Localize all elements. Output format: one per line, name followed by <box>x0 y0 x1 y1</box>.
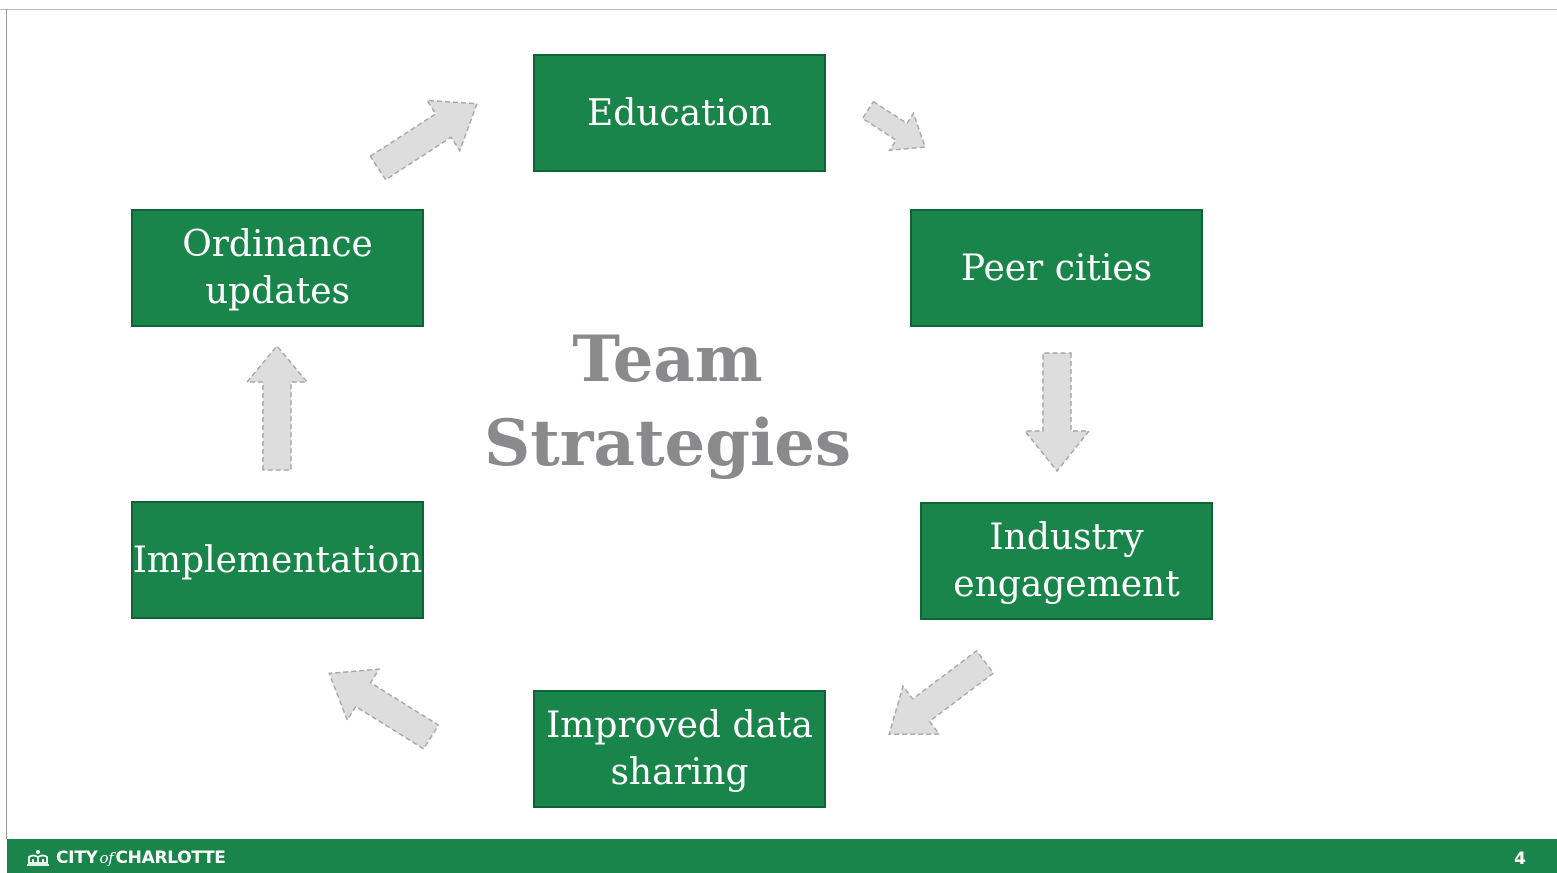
left-divider <box>6 9 7 839</box>
node-industry-engagement-label: Industry engagement <box>953 517 1180 605</box>
node-implementation-label: Implementation <box>132 539 423 581</box>
node-education: Education <box>533 54 826 172</box>
arrow-improved-data-sharing-to-implementation <box>328 668 440 750</box>
crown-icon <box>27 850 49 866</box>
node-peer-cities-label: Peer cities <box>960 247 1153 289</box>
footer-bar: CITY of CHARLOTTE 4 <box>7 839 1557 873</box>
city-of-charlotte-logo: CITY of CHARLOTTE <box>24 847 226 869</box>
node-peer-cities: Peer cities <box>910 209 1203 327</box>
arrow-education-to-peer-cities <box>861 100 927 152</box>
node-ordinance-updates: Ordinance updates <box>131 209 424 327</box>
arrow-industry-engagement-to-improved-data-sharing <box>888 649 995 735</box>
arrow-peer-cities-to-industry-engagement <box>1023 352 1091 473</box>
node-improved-data-sharing: Improved data sharing <box>533 690 826 808</box>
diagram-title: Team Strategies <box>483 322 852 481</box>
node-improved-data-sharing-label: Improved data sharing <box>546 705 813 793</box>
page-number: 4 <box>1514 849 1526 869</box>
arrow-ordinance-updates-to-education <box>369 99 479 181</box>
node-ordinance-updates-label: Ordinance updates <box>182 224 373 312</box>
logo-of-text: of <box>99 849 114 867</box>
logo-charlotte-text: CHARLOTTE <box>115 848 226 868</box>
top-divider <box>0 9 1557 10</box>
logo-city-text: CITY <box>56 848 98 868</box>
node-education-label: Education <box>587 92 772 134</box>
node-industry-engagement: Industry engagement <box>920 502 1213 620</box>
arrow-implementation-to-ordinance-updates <box>245 344 309 471</box>
node-implementation: Implementation <box>131 501 424 619</box>
